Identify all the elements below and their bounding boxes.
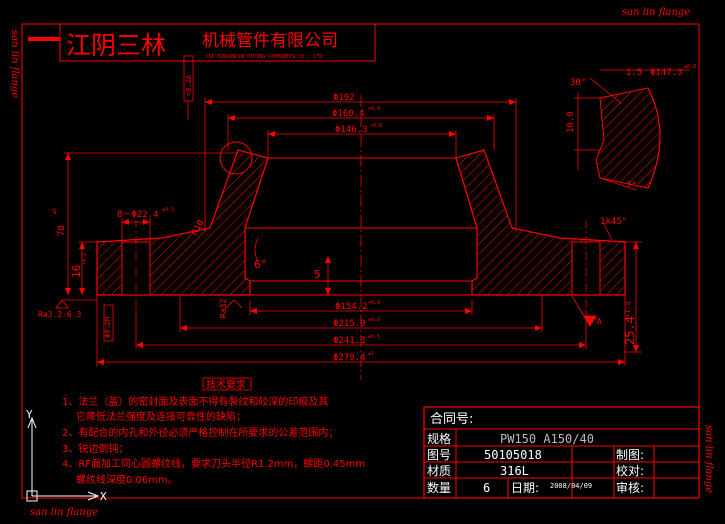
note-line-1: 1、法兰（盖）的密封面及表面不得有裂纹和较深的印痕及其 (62, 395, 328, 408)
dim-height: 78 (57, 225, 67, 236)
dim-height-tol: ±5 (52, 208, 58, 214)
drafter-label: 制图: (616, 448, 644, 462)
dim-angle6: 6° (254, 258, 267, 271)
company-header: 江阴三林 机械管件有限公司 JIA XINSANLIN PIPING COMPO… (28, 23, 376, 62)
company-name-small: 机械管件有限公司 (202, 31, 338, 51)
qty-value: 6 (483, 481, 490, 495)
dim-thk25-tol: +1.5 (624, 301, 632, 318)
dim-holes: 8－Φ22.4 (117, 210, 159, 220)
ucs-x-label: X (100, 490, 107, 503)
dim-d160-tol: +0.8 (368, 106, 380, 112)
dim-d215-tol: ±0.8 (368, 317, 380, 323)
watermark-top-right: san lin flange (622, 7, 690, 18)
detail-angle7: 7° (626, 181, 637, 191)
date-value: 2008/04/09 (550, 482, 592, 490)
drawing-no-label: 图号 (427, 448, 451, 462)
ucs-y-label: Y (26, 408, 33, 421)
dimension-top (64, 98, 642, 353)
ucs-icon (26, 416, 100, 502)
dim-d192: Φ192 (333, 93, 355, 103)
note-line-6: 螺纹线深度0.06mm。 (76, 473, 178, 486)
dim-holes-tol: ±0.3 (162, 207, 174, 213)
dim-d241-tol: ±0.5 (368, 334, 380, 340)
watermark-right: san lin flange (703, 425, 714, 493)
technical-notes: 技术要求 1、法兰（盖）的密封面及表面不得有裂纹和较深的印痕及其 它降低法兰强度… (62, 377, 365, 486)
company-name-large: 江阴三林 (66, 31, 166, 60)
dim-chamfer: 1X45° (600, 217, 627, 227)
dim-ra32: Ra32 (219, 299, 228, 318)
dim-d154: Φ154.2 (335, 302, 368, 312)
company-name-english: JIA XINSANLIN PIPING COMPONETS CO., LTD. (205, 54, 325, 60)
dim-thk25: 25.4 (623, 316, 637, 345)
contract-label: 合同号: (430, 412, 473, 427)
note-line-5: 4、RF面加工同心圆螺纹线，要求刀头半径R1.2mm，螺距0.45mm (62, 457, 365, 470)
surface-symbol-mid (225, 299, 243, 309)
company-logo-bar (28, 37, 60, 41)
detail-w15: 1.5 (626, 68, 642, 78)
flatness-box-text: ⌓0.2A (185, 74, 193, 96)
dim-d146-tol: +0.8 (370, 123, 382, 129)
note-line-3: 2、有配合的内孔和外径必须严格控制在所要求的公差范围内； (62, 426, 338, 439)
dim-d160: Φ160.4 (332, 109, 365, 119)
detail-d1473: Φ147.3 (650, 68, 683, 78)
dim-ra-range: Ra3.2-6.3 (38, 310, 82, 319)
watermark-left: san lin flange (9, 30, 20, 98)
date-label: 日期: (511, 481, 539, 495)
hole-tol-box-text: Φ0.2M (104, 317, 112, 338)
notes-title: 技术要求 (206, 378, 246, 391)
qty-label: 数量 (427, 480, 451, 495)
material-value: 316L (500, 464, 529, 478)
detail-angle30: 30° (570, 78, 586, 88)
detail-circle (219, 141, 253, 175)
surface-symbol-left (55, 299, 69, 309)
spec-value: PW150 A150/40 (500, 432, 594, 446)
note-line-2: 它降低法兰强度及连接可靠性的缺陷； (76, 410, 246, 423)
dim-d279: Φ279.4 (333, 353, 366, 363)
review-label: 审核: (616, 480, 644, 495)
dim-d146: Φ146.3 (335, 125, 368, 135)
note-line-4: 3、锐边倒钝； (62, 442, 128, 455)
detail-view: 30° 10.9 1.5 Φ147.3 ±0.8 7° (566, 64, 696, 191)
datum-label: A (597, 317, 602, 326)
dim-d241: Φ241.3 (333, 336, 366, 346)
detail-h109: 10.9 (566, 111, 576, 133)
hole-tol-box (103, 304, 114, 342)
dim-raised: 5 (314, 268, 321, 281)
watermark-bottom-left: san lin flange (30, 507, 98, 518)
dim-flange-thk: 16 (70, 265, 83, 278)
spec-label: 规格 (427, 431, 451, 446)
flange-section (96, 95, 626, 380)
dim-flange-thk-tol: +4.2 (82, 253, 88, 265)
detail-d1473-tol: ±0.8 (684, 64, 696, 70)
dim-d215: Φ215.9 (333, 319, 366, 329)
flatness-box (183, 55, 194, 102)
material-label: 材质 (427, 464, 451, 478)
checker-label: 校对: (616, 463, 644, 478)
drawing-no-value: 50105018 (484, 448, 542, 462)
title-block: 合同号: 规格 PW150 A150/40 图号 50105018 制图: 材质… (423, 406, 700, 499)
dim-d154-tol: +0.8 (368, 300, 380, 306)
dim-d279-tol: ±1 (368, 351, 374, 357)
dimension-bottom (96, 295, 626, 366)
